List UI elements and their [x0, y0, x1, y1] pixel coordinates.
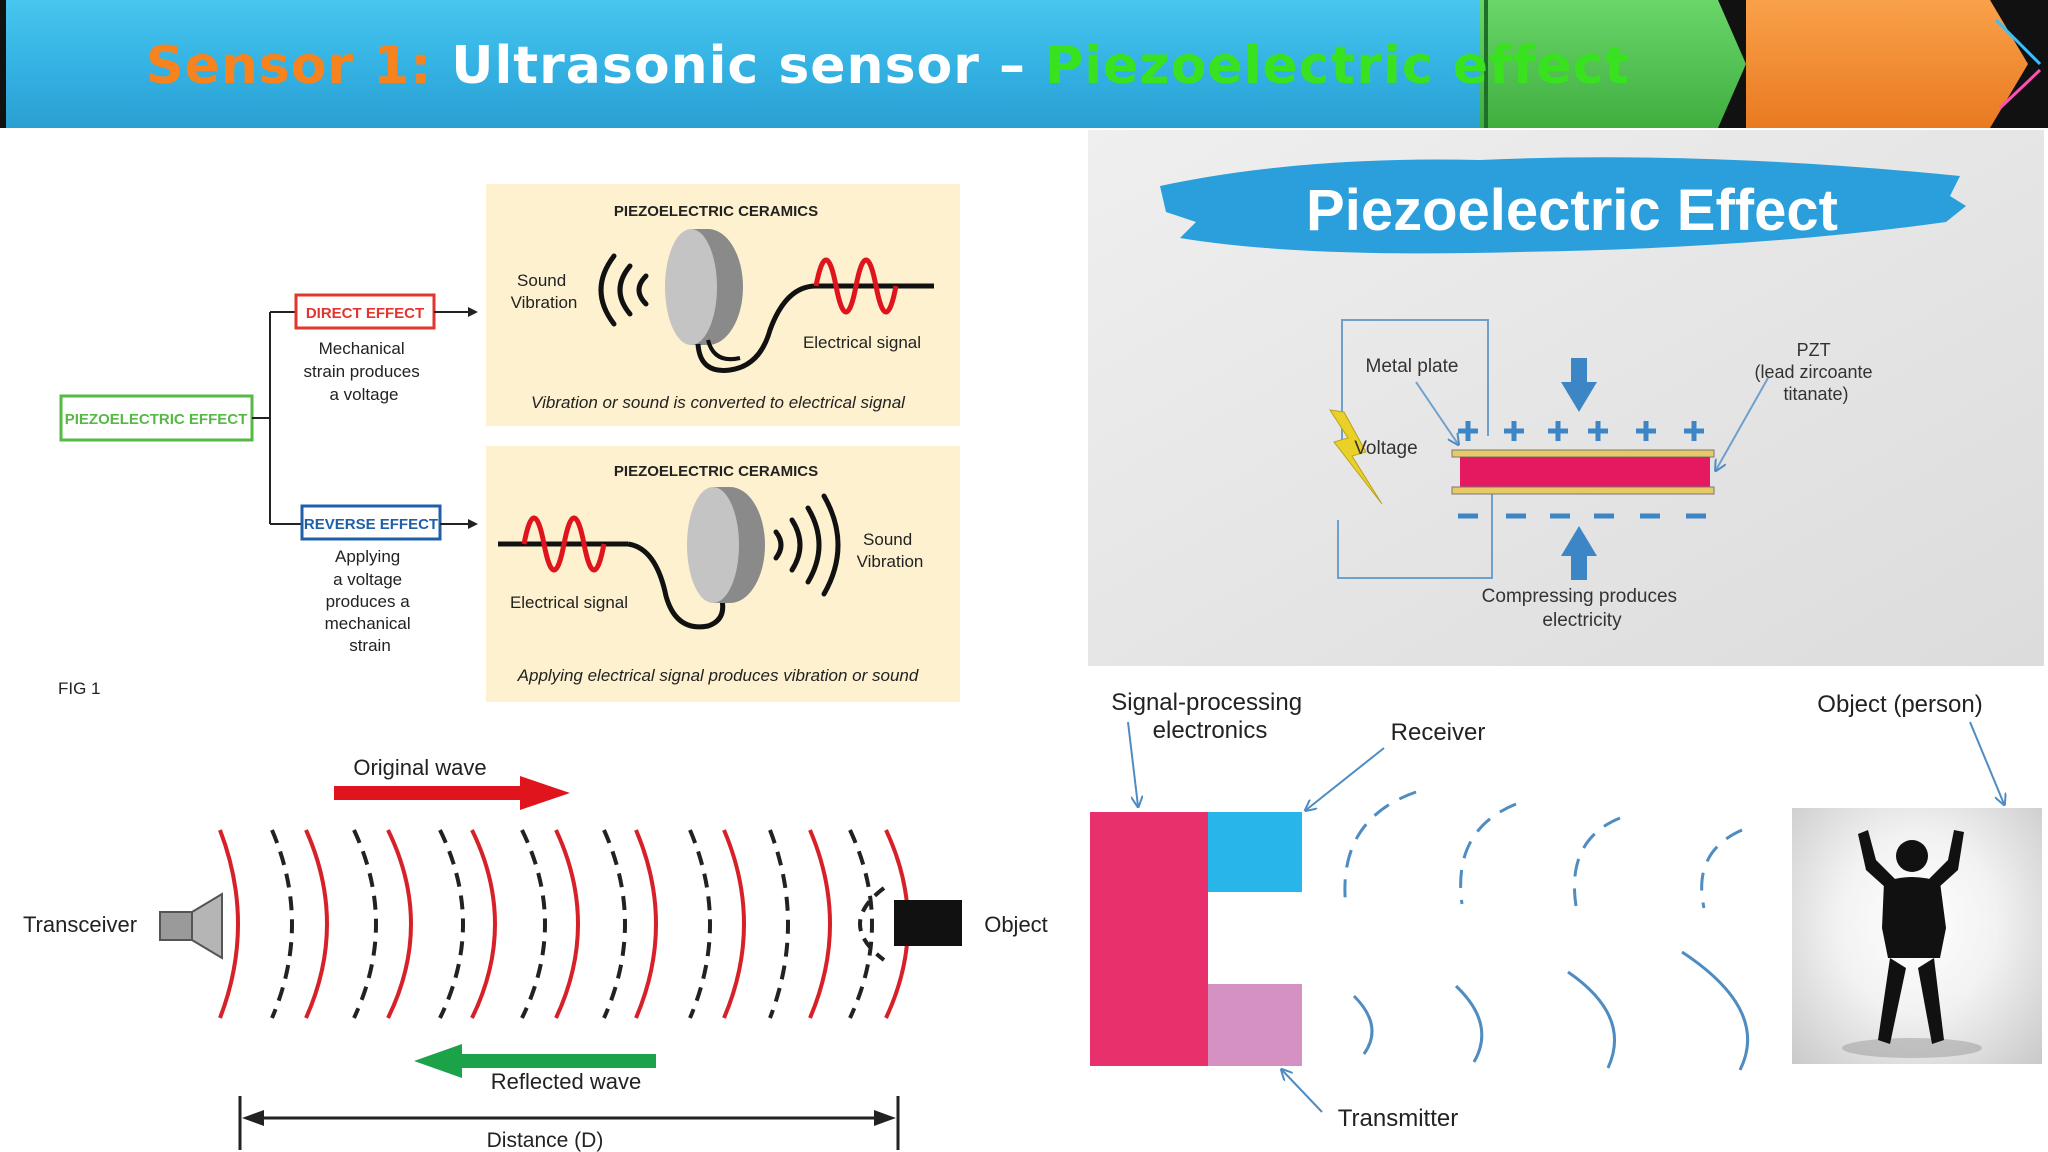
- original-wave-arrow: [334, 776, 570, 810]
- lightning-icon: [1328, 409, 1383, 505]
- transmitter-block: [1208, 984, 1302, 1066]
- root-label: PIEZOELECTRIC EFFECT: [65, 411, 248, 428]
- piezo-card: Piezoelectric Effect Voltage Metal plate…: [1088, 130, 2044, 666]
- transceiver-icon: [159, 911, 193, 941]
- original-wave-arc: [634, 829, 658, 1019]
- reflected-wave-arc: [768, 829, 790, 1019]
- distance-label: Distance (D): [487, 1129, 604, 1152]
- title-bar: Sensor 1: Ultrasonic sensor – Piezoelect…: [0, 0, 2048, 128]
- metal-plate-label: Metal plate: [1366, 356, 1459, 377]
- reflected-wave-arc: [602, 829, 627, 1019]
- original-wave-arc: [304, 829, 329, 1019]
- fig1-tree: PIEZOELECTRIC EFFECT DIRECT EFFECT Mecha…: [58, 293, 478, 698]
- original-wave-arc: [386, 829, 413, 1019]
- original-wave-arc: [722, 829, 746, 1019]
- title-sensor-number: Sensor 1:: [146, 36, 433, 96]
- direct-effect-label: DIRECT EFFECT: [306, 305, 424, 322]
- ceramics-panel-bottom: PIEZOELECTRIC CERAMICS Sound Vibration E…: [486, 446, 960, 702]
- ceramics-panel-top: PIEZOELECTRIC CERAMICS Sound Vibration E…: [486, 184, 960, 426]
- panel-bottom-signal-label: Electrical signal: [510, 593, 628, 612]
- object-block: [894, 900, 962, 946]
- object-person-label: Object (person): [1817, 691, 1982, 718]
- panel-top-title: PIEZOELECTRIC CERAMICS: [614, 203, 818, 220]
- metal-plate-bottom: [1451, 486, 1715, 495]
- title-sensor-name: Ultrasonic sensor –: [451, 36, 1026, 96]
- panel-bottom-title: PIEZOELECTRIC CERAMICS: [614, 463, 818, 480]
- pzt-crystal: [1460, 457, 1710, 487]
- title-bar-orange-tab: [1746, 0, 2028, 128]
- wire-bottom: [627, 541, 726, 630]
- emitted-waves: [1352, 950, 1750, 1071]
- wave-diagram: Original wave Transceiver Object Reflect…: [23, 755, 1048, 1152]
- sound-waves-out-icon: [773, 493, 841, 597]
- reverse-effect-label: REVERSE EFFECT: [304, 516, 438, 533]
- echo-waves: [1343, 790, 1743, 909]
- sound-waves-icon: [598, 253, 649, 327]
- sensor-diagram: Signal-processing electronics Receiver O…: [1090, 689, 2004, 1132]
- panel-bottom-sound-label: Sound Vibration: [857, 530, 924, 571]
- panel-bottom-caption: Applying electrical signal produces vibr…: [517, 666, 919, 685]
- original-wave-arc: [554, 829, 580, 1019]
- direct-effect-desc: Mechanical strain produces a voltage: [304, 339, 425, 404]
- plus-charges: [1458, 421, 1704, 441]
- object-label: Object: [984, 912, 1048, 937]
- reflected-wave-arc: [352, 829, 378, 1019]
- reflected-wave-arc: [520, 829, 547, 1019]
- transceiver-label: Transceiver: [23, 912, 137, 937]
- wire-top: [695, 283, 817, 373]
- panel-top-caption: Vibration or sound is converted to elect…: [531, 393, 906, 412]
- title-bar-blue: [6, 0, 1492, 128]
- title-effect-name: Piezoelectric effect: [1045, 36, 1631, 96]
- reflected-wave-arc: [848, 829, 874, 1019]
- arrow-down-icon: [1561, 358, 1597, 412]
- original-wave-arc: [218, 829, 240, 1019]
- reflected-wave-arrow: [414, 1044, 656, 1078]
- metal-plate-top: [1451, 449, 1715, 458]
- voltage-label: Voltage: [1354, 438, 1417, 459]
- fig-label: FIG 1: [58, 679, 101, 698]
- reflected-wave-arc: [438, 829, 465, 1019]
- receiver-block: [1208, 812, 1302, 892]
- reverse-effect-box: [300, 504, 442, 541]
- title-brush-stroke: [1160, 157, 1966, 254]
- person-silhouette-icon: [1842, 830, 1982, 1058]
- wave-arcs: [218, 829, 910, 1019]
- piezo-card-title: Piezoelectric Effect: [1306, 178, 1838, 243]
- reverse-effect-desc: Applying a voltage produces a mechanical…: [325, 547, 416, 655]
- original-wave-arc: [808, 829, 832, 1019]
- reflected-wave-arc: [688, 829, 712, 1019]
- title-bar-green-tab: [1480, 0, 1746, 128]
- title-bar-graphic: [0, 0, 2048, 128]
- person-photo: [1792, 808, 2042, 1064]
- compressing-label: Compressing produces electricity: [1482, 586, 1683, 631]
- receiver-label: Receiver: [1391, 719, 1486, 746]
- arrow-up-icon: [1561, 526, 1597, 580]
- original-wave-label: Original wave: [353, 755, 486, 780]
- electrical-wave-top: [813, 257, 899, 315]
- reflected-wave-arc: [270, 829, 294, 1019]
- electrical-wave-bottom: [521, 515, 607, 573]
- signal-processing-label: Signal-processing electronics: [1111, 689, 1308, 744]
- panel-top-signal-label: Electrical signal: [803, 333, 921, 352]
- signal-processing-block: [1090, 812, 1208, 1066]
- reflected-wave-arc: [858, 886, 886, 962]
- reflected-wave-label: Reflected wave: [491, 1069, 641, 1094]
- panel-top-sound-label: Sound Vibration: [511, 271, 578, 312]
- direct-effect-box: [294, 293, 436, 330]
- transmitter-label: Transmitter: [1338, 1105, 1458, 1132]
- slide-title: Sensor 1: Ultrasonic sensor – Piezoelect…: [146, 36, 1630, 96]
- original-wave-arc: [470, 829, 497, 1019]
- pzt-label: PZT (lead zircoante titanate): [1754, 340, 1877, 404]
